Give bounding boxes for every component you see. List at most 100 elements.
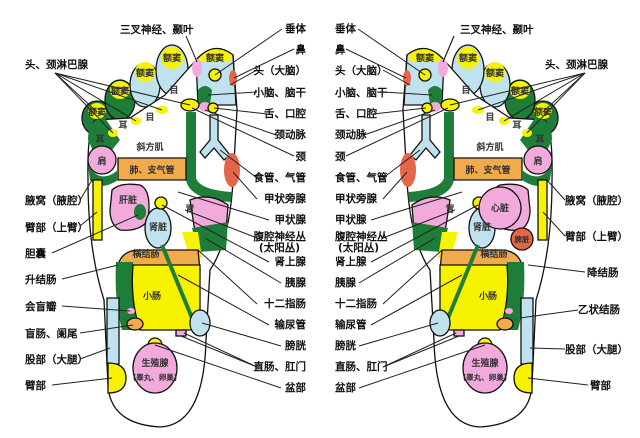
sinus-text: 额窦 — [416, 52, 434, 64]
label-pancreas: 胰腺 — [285, 276, 306, 289]
small-intestine-text: 小肠 — [142, 290, 161, 302]
gonad-sub-text: (睾丸、卵巢) — [463, 372, 507, 382]
kidney-text: 肾脏 — [149, 221, 167, 233]
label-pancreas: 胰腺 — [335, 276, 356, 289]
left-foot-labels: 三叉神经、颞叶 头、颈淋巴腺 腋窝（腋腔） 臂部（上臂） 胆囊 升结肠 会盲瓣 … — [25, 22, 307, 394]
eye-text: 目 — [461, 85, 470, 96]
label-carotid: 颈动脉 — [334, 128, 367, 141]
label-ureter: 输尿管 — [335, 318, 367, 331]
sinus-text: 额窦 — [486, 67, 504, 79]
label-sigmoid-colon: 乙状结肠 — [578, 303, 620, 316]
label-brain: 头（大脑） — [335, 64, 388, 77]
label-duodenum: 十二指肠 — [335, 297, 377, 310]
spleen-region — [510, 227, 534, 251]
label-neck: 颈 — [334, 151, 346, 163]
label-duodenum: 十二指肠 — [264, 297, 306, 310]
label-trigeminal: 三叉神经、颞叶 — [460, 23, 534, 36]
heart-text: 心脏 — [491, 202, 509, 214]
label-pituitary: 垂体 — [335, 22, 356, 35]
label-ureter: 输尿管 — [275, 318, 307, 331]
spleen-text: 脾脏 — [514, 234, 530, 244]
gonad-text: 生殖腺 — [471, 357, 499, 369]
label-esophagus: 食管、气管 — [253, 171, 307, 184]
label-nose: 鼻 — [335, 43, 346, 56]
ear-text: 耳 — [118, 120, 127, 131]
label-ascending-colon: 升结肠 — [25, 273, 57, 286]
label-thigh: 股部（大腿） — [565, 343, 628, 356]
label-neck: 颈 — [295, 151, 307, 163]
label-upper-arm: 臂部（上臂） — [565, 230, 628, 243]
label-celiac-plexus: 腹腔神经丛 — [254, 230, 307, 243]
label-rectum: 直肠、肛门 — [254, 360, 307, 373]
transverse-colon-text: 横结肠 — [132, 248, 159, 260]
trapezius-text: 斜方肌 — [135, 141, 163, 153]
label-ileocecal-valve: 会盲瓣 — [25, 300, 57, 313]
label-parathyroid: 甲状旁腺 — [335, 192, 377, 205]
label-adrenal: 肾上腺 — [335, 255, 367, 268]
label-celiac-plexus: 腹腔神经丛 — [335, 230, 388, 243]
label-lymph: 头、颈淋巴腺 — [25, 58, 88, 71]
label-carotid: 颈动脉 — [274, 128, 307, 141]
label-pelvis: 盆部 — [334, 381, 356, 394]
sinus-text: 额窦 — [511, 85, 529, 97]
label-thyroid: 甲状腺 — [335, 213, 367, 226]
label-cecum-appendix: 盲肠、阑尾 — [25, 327, 78, 340]
label-descending-colon: 降结肠 — [587, 266, 619, 279]
label-hip: 臂部 — [25, 379, 46, 392]
label-hip: 臂部 — [590, 379, 611, 392]
kidney-text: 肾脏 — [473, 221, 491, 233]
label-gallbladder: 胆囊 — [25, 247, 46, 260]
label-adrenal: 肾上腺 — [275, 255, 307, 268]
ear-text: 耳 — [95, 134, 104, 145]
eye-text: 目 — [169, 85, 178, 96]
sinus-text: 额窦 — [88, 106, 106, 118]
sinus-text: 额窦 — [459, 52, 477, 64]
label-trigeminal: 三叉神经、颞叶 — [120, 23, 194, 36]
outer-leader-lines — [51, 35, 589, 386]
label-solar-plexus: (太阳丛) — [338, 241, 379, 254]
label-tongue: 舌、口腔 — [264, 107, 306, 120]
stomach-text: 胃 — [445, 204, 454, 215]
sinus-text: 额窦 — [111, 85, 129, 97]
label-parathyroid: 甲状旁腺 — [264, 192, 306, 205]
stomach-text: 胃 — [185, 204, 194, 215]
label-pelvis: 盆部 — [284, 381, 306, 394]
label-nose: 鼻 — [296, 43, 307, 56]
label-esophagus: 食管、气管 — [334, 171, 388, 184]
label-tongue: 舌、口腔 — [335, 107, 377, 120]
gonad-sub-text: (睾丸、卵巢) — [133, 372, 177, 382]
label-solar-plexus: (太阳丛) — [259, 241, 300, 254]
eye-text: 目 — [145, 112, 154, 123]
label-brain: 头（大脑） — [254, 64, 307, 77]
shoulder-text: 肩 — [532, 155, 542, 167]
gonad-text: 生殖腺 — [141, 357, 169, 369]
liver-text: 肝脏 — [119, 194, 137, 206]
label-pituitary: 垂体 — [285, 22, 306, 35]
label-thigh: 股部（大腿） — [25, 353, 88, 366]
ear-text: 耳 — [535, 134, 544, 145]
sinus-text: 额窦 — [206, 52, 224, 64]
sinus-text: 额窦 — [136, 67, 154, 79]
transverse-colon-text: 横结肠 — [480, 248, 507, 260]
eye-text: 目 — [485, 112, 494, 123]
shoulder-text: 肩 — [96, 155, 106, 167]
small-intestine-text: 小肠 — [478, 290, 497, 302]
label-armpit: 腋窝（腋腔） — [565, 194, 628, 207]
label-bladder: 膀胱 — [334, 339, 356, 352]
label-lymph: 头、颈淋巴腺 — [545, 58, 608, 71]
label-bladder: 膀胱 — [284, 339, 306, 352]
lung-text: 肺、支气管 — [465, 164, 510, 176]
right-foot-labels: 三叉神经、颞叶 头、颈淋巴腺 腋窝（腋腔） 臂部（上臂） 降结肠 乙状结肠 股部… — [334, 22, 628, 394]
label-armpit: 腋窝（腋腔） — [25, 194, 88, 207]
heart-region — [478, 186, 522, 230]
ear-text: 耳 — [512, 120, 521, 131]
label-cerebellum: 小脑、脑干 — [253, 86, 307, 99]
lung-text: 肺、支气管 — [129, 164, 174, 176]
label-cerebellum: 小脑、脑干 — [334, 86, 388, 99]
label-upper-arm: 臂部（上臂） — [25, 221, 88, 234]
label-thyroid: 甲状腺 — [275, 213, 307, 226]
sinus-text: 额窦 — [534, 106, 552, 118]
sinus-text: 额窦 — [163, 52, 181, 64]
trapezius-text: 斜方肌 — [475, 141, 503, 153]
